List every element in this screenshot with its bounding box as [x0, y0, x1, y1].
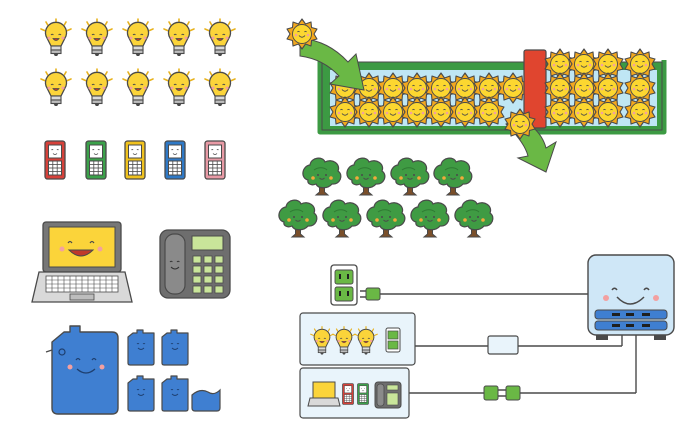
lightbulb-face-icon — [81, 18, 113, 57]
lightbulb-face-icon — [163, 18, 195, 57]
fuel-tank-face-icon — [161, 329, 189, 366]
tree-icon — [322, 199, 362, 238]
lightbulb-face-icon — [122, 18, 154, 57]
laptop-face-icon — [31, 221, 133, 303]
mobile-phone-face-icon — [44, 140, 66, 180]
wiring — [380, 293, 637, 394]
fuel-tank-face-icon — [127, 375, 155, 412]
bulb-panel — [299, 312, 416, 366]
tree-icon — [410, 199, 450, 238]
mobile-phone-face-icon — [85, 140, 107, 180]
mobile-phone-row — [44, 140, 226, 180]
mobile-phone-face-icon — [164, 140, 186, 180]
power-plug-icon — [360, 287, 381, 301]
fuel-tank-partial-icon — [191, 388, 221, 412]
tree-icon — [390, 157, 430, 196]
lightbulb-face-icon — [163, 68, 195, 107]
power-outlet-icon — [330, 264, 358, 306]
telephone-face-icon — [159, 229, 231, 299]
tree-icon — [278, 199, 318, 238]
sun-grid-right — [544, 48, 656, 128]
telephone-face-icon — [374, 381, 402, 409]
devices-panel — [299, 367, 410, 419]
lightbulb-face-icon — [81, 68, 113, 107]
fuel-tank-group — [45, 325, 221, 415]
mobile-phone-face-icon — [357, 383, 369, 405]
arrow-in-icon — [299, 37, 365, 91]
fuel-tank-face-icon — [127, 329, 155, 366]
lightbulb-face-icon — [122, 68, 154, 107]
tree-icon — [454, 199, 494, 238]
fuel-tank-face-icon — [161, 375, 189, 412]
lightbulb-grid — [40, 18, 236, 107]
power-adapter-icon — [487, 335, 519, 355]
tree-icon — [346, 157, 386, 196]
lightbulb-face-icon — [204, 68, 236, 107]
mobile-phone-face-icon — [124, 140, 146, 180]
tree-icon — [433, 157, 473, 196]
tree-icon — [302, 157, 342, 196]
mobile-phone-face-icon — [204, 140, 226, 180]
fuel-tank-face-icon — [45, 325, 119, 415]
power-outlet-icon — [385, 327, 401, 353]
laptop-face-icon — [307, 381, 341, 407]
lightbulb-face-icon — [40, 18, 72, 57]
tree-icon — [366, 199, 406, 238]
lightbulb-face-icon — [40, 68, 72, 107]
power-plug-icon — [483, 385, 521, 401]
mobile-phone-face-icon — [342, 383, 354, 405]
lightbulb-face-icon — [204, 18, 236, 57]
tree-grid — [278, 157, 494, 238]
home-battery-face-icon — [587, 254, 675, 340]
